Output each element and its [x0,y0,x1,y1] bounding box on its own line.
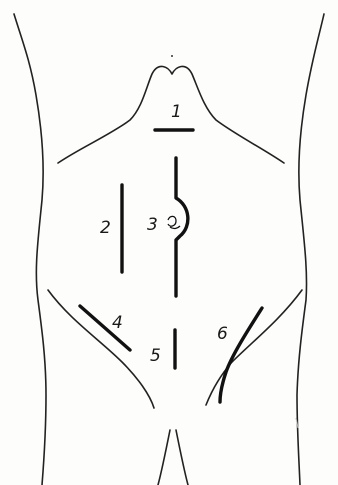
incision-3-label: 3 [147,215,158,235]
sternum-dot [171,55,173,57]
left-inguinal-outline [48,290,154,408]
incision-6-label: 6 [217,324,228,344]
umbilicus-mark [168,216,180,228]
incision-1-label: 1 [171,102,182,122]
incision-5-label: 5 [150,346,161,366]
incision-2-label: 2 [100,218,111,238]
torso-right-contour [297,14,324,485]
incision-6-line [220,308,262,402]
torso-left-contour [14,14,46,485]
incision-4-label: 4 [112,313,123,333]
pubic-right-line [176,430,188,485]
pubic-left-line [158,430,170,485]
